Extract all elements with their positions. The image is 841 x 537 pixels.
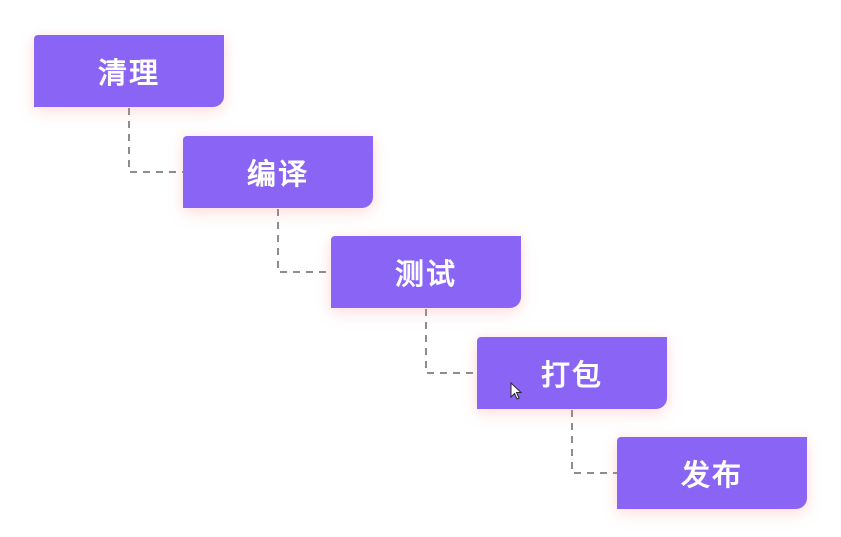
step-clean-label: 清理: [97, 56, 160, 90]
step-test[interactable]: 测试: [331, 236, 521, 308]
step-release-label: 发布: [680, 458, 743, 492]
step-release[interactable]: 发布: [617, 437, 807, 509]
connector-3-4: [425, 309, 477, 374]
connector-2-3: [277, 209, 331, 273]
step-compile-label: 编译: [246, 157, 309, 191]
connector-4-5: [571, 410, 617, 474]
step-clean[interactable]: 清理: [34, 35, 224, 107]
step-package[interactable]: 打包: [477, 337, 667, 409]
step-test-label: 测试: [394, 257, 457, 291]
step-compile[interactable]: 编译: [183, 136, 373, 208]
mouse-pointer-icon: [510, 382, 522, 400]
connector-1-2: [128, 108, 183, 173]
step-package-label: 打包: [540, 358, 603, 392]
